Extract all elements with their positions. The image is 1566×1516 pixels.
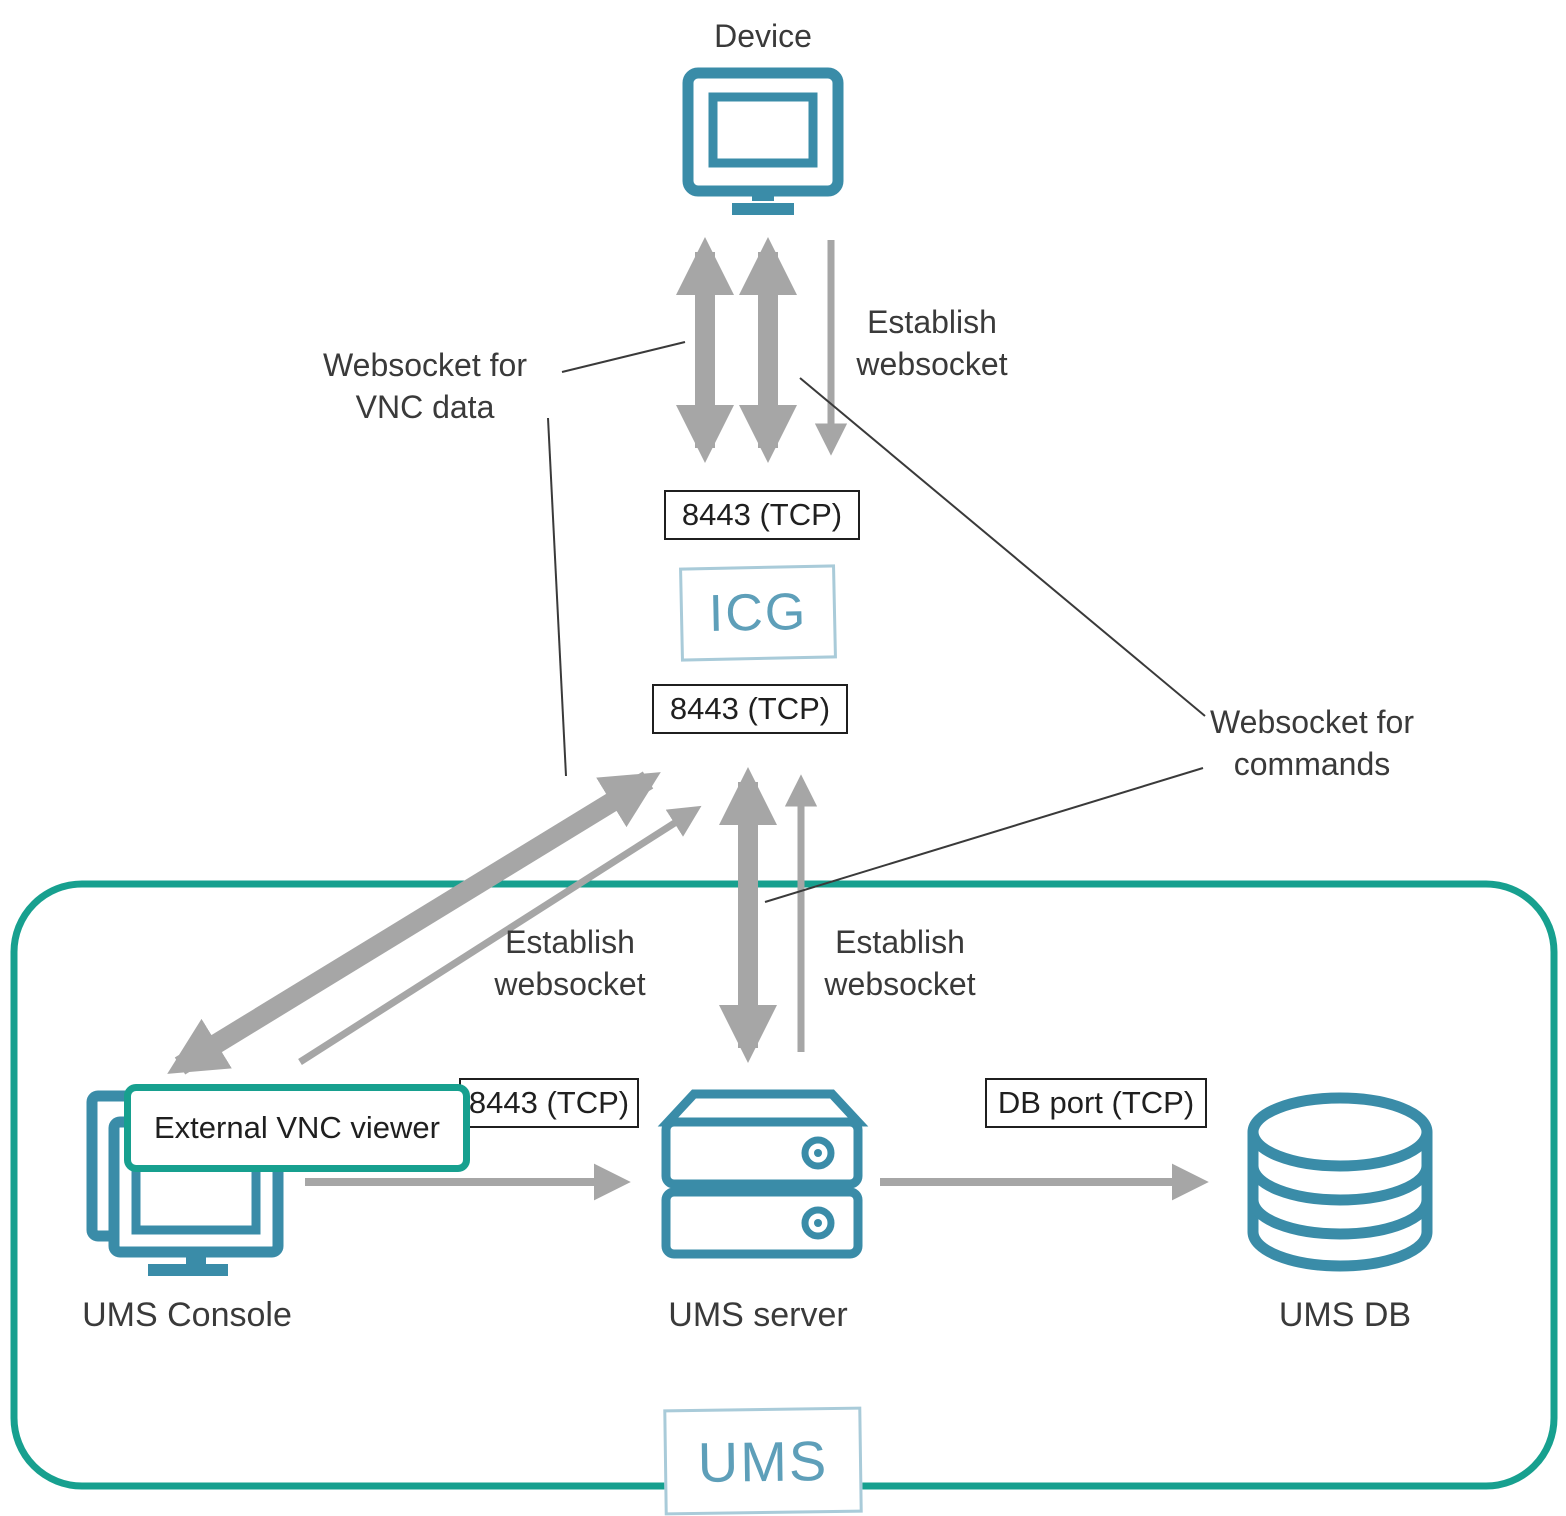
annotation-establish-websocket-console: Establish websocket: [445, 922, 695, 1005]
annotation-websocket-vnc: Websocket for VNC data: [300, 345, 550, 428]
annotation-establish-websocket-server: Establish websocket: [810, 922, 990, 1005]
annotation-line: Websocket for: [1210, 704, 1414, 740]
port-box-server-db: DB port (TCP): [985, 1078, 1207, 1128]
device-icon: [682, 67, 844, 215]
device-label: Device: [714, 18, 812, 54]
port-box-device-icg: 8443 (TCP): [664, 490, 860, 540]
annotation-websocket-commands: Websocket for commands: [1187, 702, 1437, 785]
annotation-line: Establish: [835, 924, 965, 960]
ums-server-label: UMS server: [668, 1296, 848, 1334]
port-box-console-server: 8443 (TCP): [459, 1078, 639, 1128]
ums-db-label: UMS DB: [1278, 1296, 1412, 1334]
annotation-line: websocket: [824, 965, 976, 1002]
annotation-line: Websocket for: [323, 347, 527, 383]
arrow-icg-console-vnc: [167, 771, 661, 1075]
annotation-line: VNC data: [355, 388, 495, 425]
ums-group-badge: UMS: [663, 1406, 863, 1516]
annotation-line: websocket: [494, 965, 646, 1002]
annotation-line: commands: [1233, 745, 1391, 782]
ums-server-icon: [657, 1089, 869, 1259]
annotation-establish-websocket-device: Establish websocket: [832, 302, 1032, 385]
annotation-line: Establish: [505, 924, 635, 960]
annotation-pointer-lines: [547, 341, 1206, 903]
ums-console-label: UMS Console: [82, 1296, 292, 1334]
annotation-line: websocket: [856, 345, 1008, 382]
arrow-console-icg-establish: [298, 805, 702, 1065]
annotation-line: Establish: [867, 304, 997, 340]
arrow-device-icg-vnc: [675, 237, 798, 463]
ums-db-icon: [1247, 1092, 1433, 1272]
icg-node: ICG: [679, 564, 837, 662]
port-box-icg-ums: 8443 (TCP): [652, 684, 848, 734]
external-vnc-viewer-box: External VNC viewer: [124, 1084, 470, 1172]
